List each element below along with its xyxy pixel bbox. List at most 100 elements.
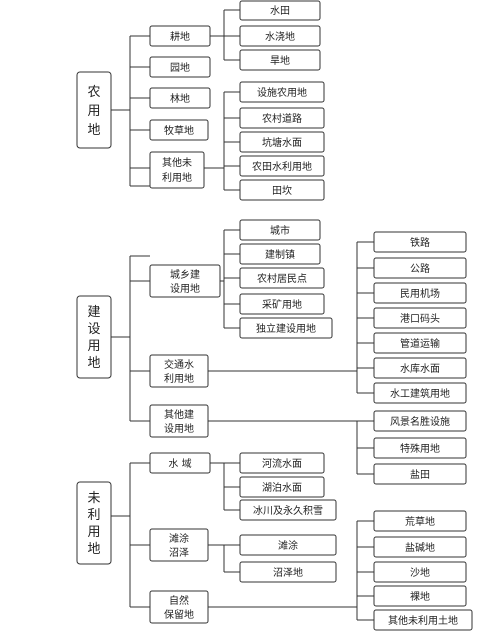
leaf-reservoir-water: 水库水面 xyxy=(373,357,467,379)
leaf-special-land: 特殊用地 xyxy=(373,437,467,459)
leaf-label: 水库水面 xyxy=(400,362,440,375)
construction-land-node: 建 设 用 地 xyxy=(76,295,112,379)
forest-land-node: 林地 xyxy=(149,87,211,109)
water-area-node: 水 域 xyxy=(149,452,211,474)
transport-water-label-line-1: 交通水 xyxy=(164,358,194,371)
leaf-label: 采矿用地 xyxy=(262,298,302,311)
leaf-label: 设施农用地 xyxy=(257,86,307,99)
leaf-dry-land: 旱地 xyxy=(239,49,321,71)
leaf-label: 沙地 xyxy=(410,566,430,579)
leaf-label: 管道运输 xyxy=(400,337,440,350)
leaf-highway: 公路 xyxy=(373,257,467,279)
leaf-label: 荒草地 xyxy=(405,515,435,528)
transport-water-node: 交通水 利用地 xyxy=(149,354,209,388)
leaf-label: 城市 xyxy=(270,224,290,237)
leaf-farmland-water-conservancy: 农田水利用地 xyxy=(239,155,325,177)
agricultural-land-node: 农 用 地 xyxy=(76,71,112,149)
leaf-rural-settlement: 农村居民点 xyxy=(239,267,325,289)
leaf-label: 盐碱地 xyxy=(405,541,435,554)
other-agricultural-label-line-1: 其他未 xyxy=(162,156,192,169)
leaf-label: 田坎 xyxy=(272,184,292,197)
leaf-grassland: 荒草地 xyxy=(373,510,467,532)
leaf-river-water: 河流水面 xyxy=(239,452,325,474)
beach-marsh-label-line-1: 滩涂 xyxy=(169,532,189,545)
leaf-civil-airport: 民用机场 xyxy=(373,282,467,304)
nature-reserve-label-line-1: 自然 xyxy=(169,594,189,607)
garden-land-node: 园地 xyxy=(149,56,211,78)
leaf-label: 沼泽地 xyxy=(273,566,303,579)
agricultural-title-line-2: 用 xyxy=(87,104,100,119)
leaf-salt-field: 盐田 xyxy=(373,463,467,485)
unused-title-line-4: 地 xyxy=(87,542,100,557)
other-construction-label-line-2: 设用地 xyxy=(164,422,194,435)
construction-title-line-2: 设 xyxy=(87,322,100,337)
leaf-label: 盐田 xyxy=(410,468,430,481)
construction-title-line-4: 地 xyxy=(87,356,100,371)
unused-land-node: 未 利 用 地 xyxy=(76,481,112,565)
leaf-marsh-land: 沼泽地 xyxy=(239,561,337,583)
unused-title-line-1: 未 xyxy=(87,491,100,506)
leaf-saline-land: 盐碱地 xyxy=(373,536,467,558)
leaf-pond-water: 坑塘水面 xyxy=(239,131,325,153)
leaf-label: 旱地 xyxy=(270,54,290,67)
leaf-beach: 滩涂 xyxy=(239,534,337,556)
pasture-land-label: 牧草地 xyxy=(164,124,194,137)
leaf-irrigated-land: 水浇地 xyxy=(239,25,321,47)
leaf-label: 坑塘水面 xyxy=(262,136,302,149)
leaf-label: 湖泊水面 xyxy=(262,482,302,494)
other-agricultural-node: 其他未 利用地 xyxy=(149,151,205,189)
leaf-field-ridge: 田坎 xyxy=(239,179,325,201)
pasture-land-node: 牧草地 xyxy=(149,119,209,141)
leaf-scenic-facility: 风景名胜设施 xyxy=(373,410,467,432)
agricultural-title-line-3: 地 xyxy=(87,123,100,138)
leaf-label: 民用机场 xyxy=(400,287,440,300)
water-area-label: 水 域 xyxy=(168,457,191,470)
other-construction-node: 其他建 设用地 xyxy=(149,404,209,438)
leaf-label: 水浇地 xyxy=(265,30,295,43)
leaf-label: 农村居民点 xyxy=(257,272,307,285)
beach-marsh-node: 滩涂 沼泽 xyxy=(149,528,209,562)
forest-land-label: 林地 xyxy=(170,92,190,105)
urban-rural-label-line-1: 城乡建 xyxy=(170,268,200,281)
leaf-label: 港口码头 xyxy=(400,313,440,325)
construction-title-line-1: 建 xyxy=(87,305,100,320)
leaf-label: 其他未利用土地 xyxy=(388,614,458,627)
leaf-glacier-snow: 冰川及永久积雪 xyxy=(239,499,337,521)
leaf-independent-construction: 独立建设用地 xyxy=(239,317,333,339)
leaf-label: 滩涂 xyxy=(278,539,298,552)
leaf-pipeline-transport: 管道运输 xyxy=(373,332,467,354)
nature-reserve-node: 自然 保留地 xyxy=(149,590,209,624)
unused-title-line-2: 利 xyxy=(87,508,100,523)
leaf-label: 冰川及永久积雪 xyxy=(253,504,323,517)
leaf-label: 水工建筑用地 xyxy=(390,387,450,400)
leaf-label: 铁路 xyxy=(410,236,430,249)
urban-rural-construction-node: 城乡建 设用地 xyxy=(149,264,221,298)
nature-reserve-label-line-2: 保留地 xyxy=(164,608,194,621)
leaf-rural-road: 农村道路 xyxy=(239,107,325,129)
leaf-other-unused-land: 其他未利用土地 xyxy=(373,609,473,631)
leaf-label: 公路 xyxy=(410,262,430,275)
leaf-sandy-land: 沙地 xyxy=(373,561,467,583)
leaf-label: 裸地 xyxy=(410,590,430,603)
unused-title-line-3: 用 xyxy=(87,525,100,540)
connector-lines xyxy=(111,9,374,621)
leaf-label: 风景名胜设施 xyxy=(390,415,450,428)
agricultural-title-line-1: 农 xyxy=(87,85,100,100)
leaf-mining-land: 采矿用地 xyxy=(239,293,325,315)
beach-marsh-label-line-2: 沼泽 xyxy=(169,546,189,559)
leaf-port-wharf: 港口码头 xyxy=(373,307,467,329)
leaf-label: 河流水面 xyxy=(262,457,302,470)
leaf-label: 农田水利用地 xyxy=(252,160,312,173)
leaf-label: 农村道路 xyxy=(262,112,302,125)
urban-rural-label-line-2: 设用地 xyxy=(170,282,200,295)
construction-title-line-3: 用 xyxy=(87,339,100,354)
leaf-city: 城市 xyxy=(239,219,321,241)
leaf-bare-land: 裸地 xyxy=(373,585,467,607)
leaf-railway: 铁路 xyxy=(373,231,467,253)
leaf-label: 建制镇 xyxy=(265,248,295,261)
cultivated-land-node: 耕地 xyxy=(149,25,211,47)
leaf-label: 特殊用地 xyxy=(400,442,440,455)
transport-water-label-line-2: 利用地 xyxy=(164,372,194,385)
other-construction-label-line-1: 其他建 xyxy=(164,408,194,421)
leaf-facility-agricultural-land: 设施农用地 xyxy=(239,81,325,103)
